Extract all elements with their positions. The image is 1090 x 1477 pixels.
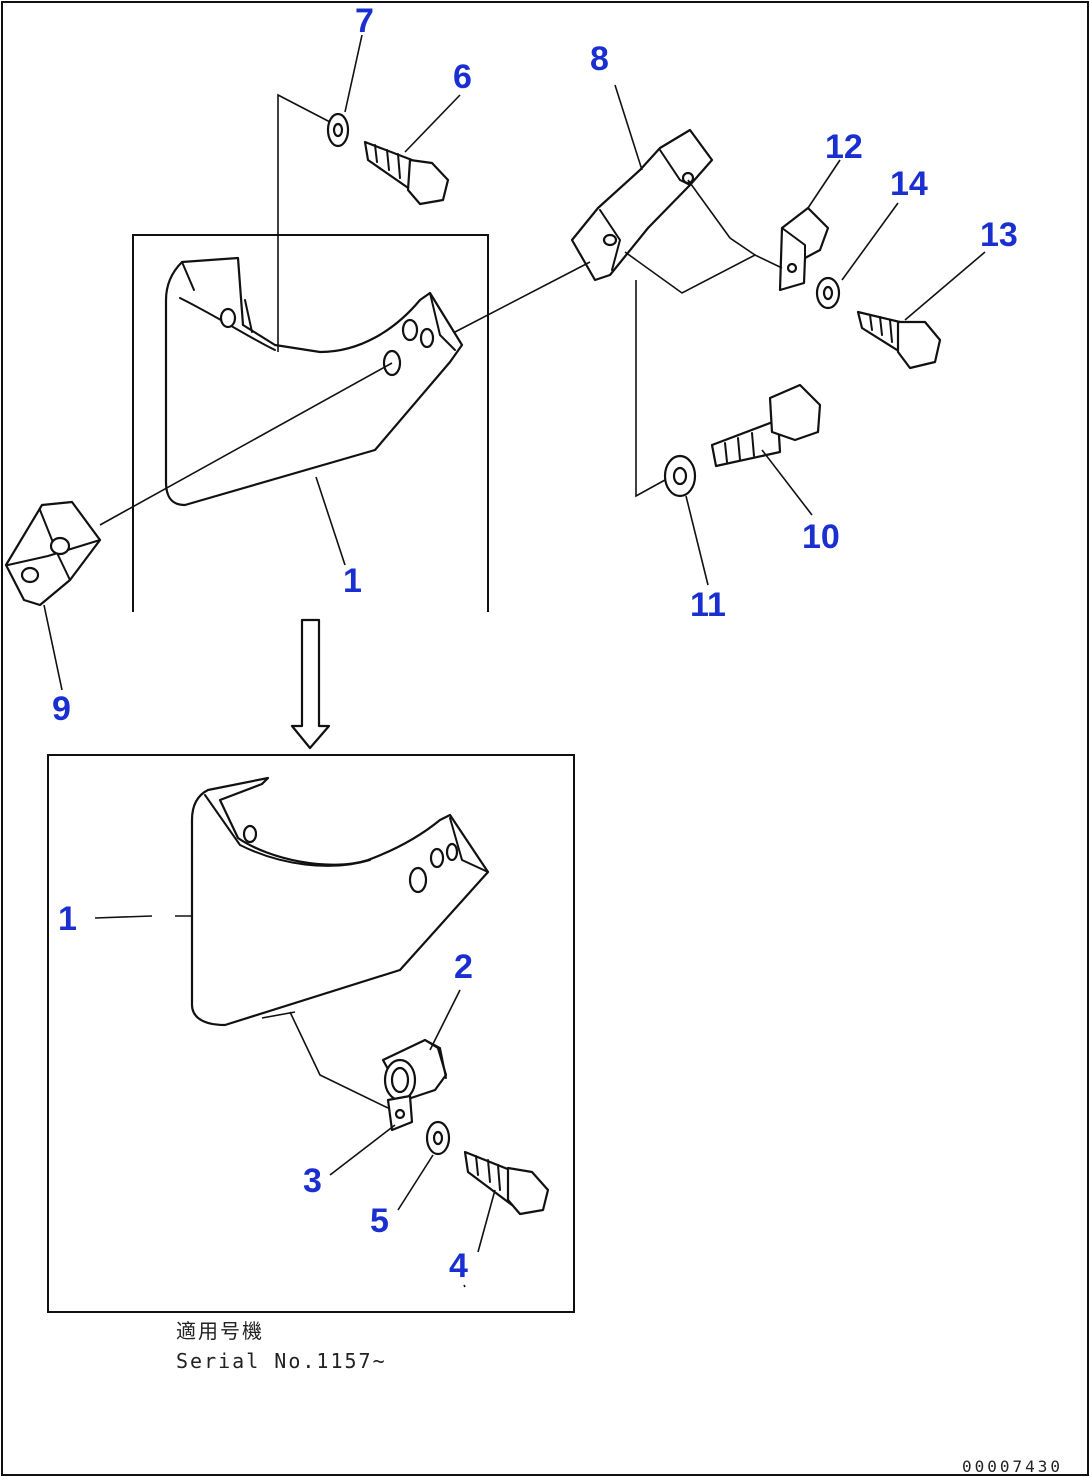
leader-lines-lower	[94, 915, 496, 1288]
down-arrow	[290, 618, 331, 750]
serial-note-en: Serial No.1157~	[176, 1349, 387, 1373]
callout-8: 8	[590, 40, 609, 78]
upper-frame	[132, 234, 489, 612]
bolt-13	[856, 310, 942, 370]
clamp-8	[570, 128, 714, 282]
drawing-code: 00007430	[962, 1457, 1063, 1476]
detail-frame	[47, 754, 575, 1313]
callout-4: 4	[449, 1247, 468, 1285]
washer-11	[663, 454, 697, 498]
bolt-4	[463, 1150, 550, 1216]
callout-9: 9	[52, 690, 71, 728]
clamp-9	[4, 500, 102, 607]
callout-10: 10	[802, 518, 840, 556]
washer-14	[815, 276, 841, 310]
callout-1-lower: 1	[58, 900, 77, 938]
guard-lower	[190, 776, 490, 1027]
callout-11: 11	[690, 586, 726, 624]
callout-3: 3	[303, 1162, 322, 1200]
callout-14: 14	[890, 165, 928, 203]
callout-7: 7	[355, 2, 374, 40]
callout-1-upper: 1	[343, 562, 362, 600]
bolt-6	[363, 140, 450, 206]
washer-5	[425, 1120, 451, 1156]
washer-7	[326, 112, 350, 148]
bolt-10	[710, 383, 822, 468]
callout-12: 12	[825, 128, 863, 166]
callout-2: 2	[454, 948, 473, 986]
clip-12	[778, 206, 830, 292]
guard-upper	[164, 256, 464, 507]
serial-note-jp: 適用号機	[176, 1319, 264, 1343]
callout-5: 5	[370, 1202, 389, 1240]
clip-3	[386, 1094, 414, 1132]
callout-13: 13	[980, 216, 1018, 254]
leader-lines-upper	[43, 34, 986, 691]
bushing-2	[381, 1038, 448, 1102]
callout-6: 6	[453, 58, 472, 96]
